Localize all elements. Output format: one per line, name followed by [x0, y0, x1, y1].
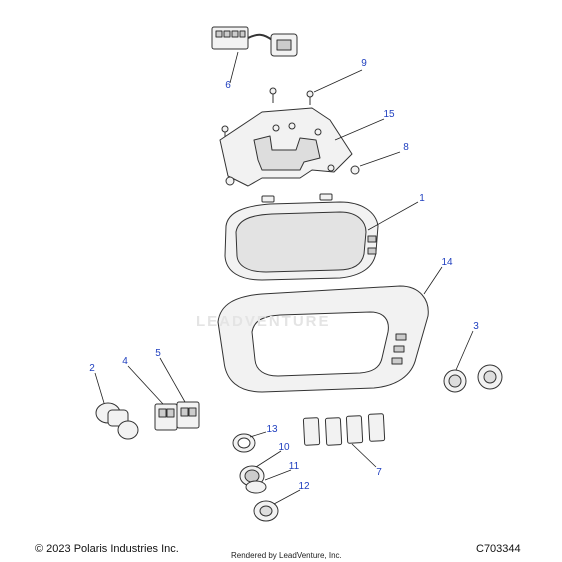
callout-2[interactable]: 2: [89, 363, 95, 374]
callout-4[interactable]: 4: [122, 356, 128, 367]
callout-15[interactable]: 15: [383, 109, 395, 120]
socket-cap-part: [253, 500, 279, 522]
callout-11[interactable]: 11: [288, 461, 300, 472]
diagram-code: C703344: [476, 543, 521, 555]
callout-5[interactable]: 5: [155, 348, 161, 359]
mounting-bracket-part: [219, 107, 353, 187]
callout-12[interactable]: 12: [298, 481, 310, 492]
callout-7[interactable]: 7: [376, 467, 382, 478]
wiring-harness-part: [211, 26, 298, 57]
rendered-by-text: Rendered by LeadVenture, Inc.: [231, 551, 342, 560]
callout-8[interactable]: 8: [403, 142, 409, 153]
callout-14[interactable]: 14: [441, 257, 453, 268]
instrument-cluster-part: [224, 193, 379, 281]
screw-part-9: [221, 87, 314, 139]
callout-9[interactable]: 9: [361, 58, 367, 69]
rotary-knob-part: [443, 364, 503, 393]
toggle-switch-part-5: [176, 401, 200, 429]
callout-3[interactable]: 3: [473, 321, 479, 332]
callout-13[interactable]: 13: [266, 424, 278, 435]
callout-10[interactable]: 10: [278, 442, 290, 453]
ignition-switch-part: [95, 402, 139, 440]
retaining-ring-part: [232, 433, 256, 453]
copyright-text: © 2023 Polaris Industries Inc.: [35, 543, 179, 555]
nut-part-8: [350, 165, 360, 175]
power-socket-part: [239, 465, 267, 494]
toggle-switch-part-4: [154, 403, 178, 431]
callout-6[interactable]: 6: [225, 80, 231, 91]
label-pad-part: [302, 413, 386, 446]
cluster-bezel-part: [217, 285, 429, 393]
watermark: LEADVENTURE: [196, 313, 331, 330]
callout-1[interactable]: 1: [419, 193, 425, 204]
leader-lines: [94, 51, 474, 505]
